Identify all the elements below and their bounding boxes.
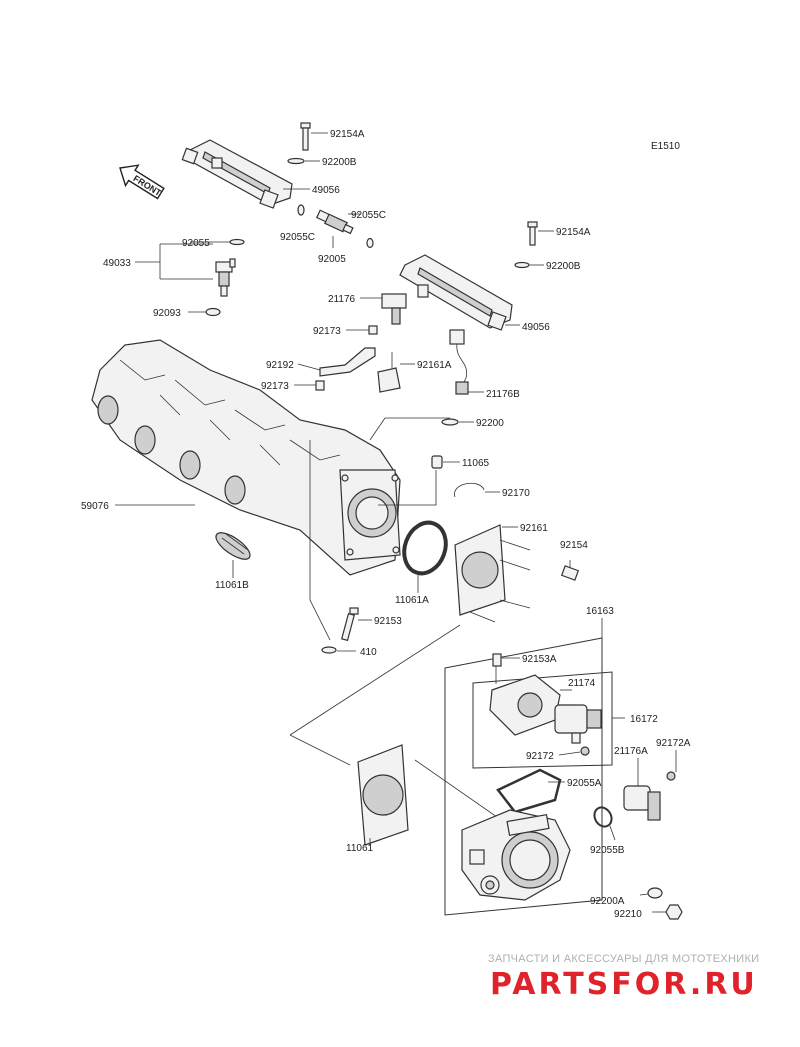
oring-92055C-right (366, 237, 374, 249)
fuel-rail-right (399, 254, 520, 331)
housing-21174 (489, 674, 572, 736)
fitting-92173-a (368, 325, 378, 335)
label-49056-right: 49056 (522, 322, 550, 333)
nut-92210 (665, 904, 683, 920)
label-49033: 49033 (103, 258, 131, 269)
sensor-92005 (315, 209, 354, 235)
label-92172: 92172 (526, 751, 554, 762)
frame-16163 (444, 637, 603, 916)
label-16172: 16172 (630, 714, 658, 725)
label-92005: 92005 (318, 254, 346, 265)
oring-92055B (593, 806, 613, 828)
label-21176B: 21176B (486, 389, 520, 400)
label-92154A-top: 92154A (330, 129, 365, 140)
hose-92192 (319, 347, 376, 377)
screw-92172A (666, 771, 676, 781)
label-11061: 11061 (346, 843, 374, 854)
frame-16172 (472, 671, 613, 769)
oring-11061A (402, 520, 448, 576)
washer-92200B-right (514, 261, 530, 269)
label-92200A: 92200A (590, 896, 625, 907)
bolt-92154A-right (527, 221, 554, 246)
gasket-92055A (496, 768, 562, 814)
seal-92093 (205, 307, 221, 317)
throttle-body (461, 809, 571, 901)
sensor-21176B (449, 329, 484, 395)
screw-92172 (580, 746, 590, 756)
fitting-92173-b (315, 380, 325, 391)
oring-92055C-left (297, 204, 305, 216)
label-11061A: 11061A (395, 595, 429, 606)
intake-manifold-59076 (91, 339, 401, 576)
label-92161: 92161 (520, 523, 548, 534)
watermark-brand: PARTSFOR.RU (490, 967, 758, 1002)
label-11061B: 11061B (215, 580, 249, 591)
label-59076: 59076 (81, 501, 109, 512)
spacer-92161 (454, 524, 531, 623)
sensor-92161A (377, 352, 415, 393)
label-92154: 92154 (560, 540, 588, 551)
label-92173-b: 92173 (261, 381, 289, 392)
label-410: 410 (360, 647, 377, 658)
screw-92153A (492, 653, 502, 667)
label-21174: 21174 (568, 678, 596, 689)
cap-11065 (431, 455, 443, 469)
label-92055B: 92055B (590, 845, 625, 856)
label-92200B-right: 92200B (546, 261, 581, 272)
bolt-92154 (560, 560, 580, 581)
sensor-21176A (623, 758, 661, 821)
bolt-92154A-top (300, 122, 328, 151)
label-16163: 16163 (586, 606, 614, 617)
label-92153A: 92153A (522, 654, 557, 665)
label-92055A: 92055A (567, 778, 602, 789)
label-92170: 92170 (502, 488, 530, 499)
label-92200B-top: 92200B (322, 157, 357, 168)
label-92172A: 92172A (656, 738, 691, 749)
fuel-rail-left (181, 139, 310, 209)
watermark: ЗАПЧАСТИ И АКСЕССУАРЫ ДЛЯ МОТОТЕХНИКИ PA… (488, 953, 759, 1002)
mesh-11061B (215, 532, 251, 578)
label-92093: 92093 (153, 308, 181, 319)
bolt-92153 (341, 607, 372, 642)
washer-92200B-top (287, 157, 305, 165)
label-49056-top: 49056 (312, 185, 340, 196)
sensor-21176 (360, 293, 407, 325)
label-92055C-a: 92055C (351, 210, 386, 221)
label-92173-a: 92173 (313, 326, 341, 337)
diagram-code: E1510 (651, 141, 680, 152)
gasket-11061 (357, 744, 409, 846)
label-92200: 92200 (476, 418, 504, 429)
label-21176: 21176 (328, 294, 356, 305)
watermark-tagline: ЗАПЧАСТИ И АКСЕССУАРЫ ДЛЯ МОТОТЕХНИКИ (488, 953, 759, 965)
label-11065: 11065 (462, 458, 490, 469)
label-92055: 92055 (182, 238, 210, 249)
injector-49033 (215, 258, 236, 297)
label-92154A-right: 92154A (556, 227, 591, 238)
washer-92200A (647, 887, 663, 899)
label-92161A: 92161A (417, 360, 452, 371)
washer-92200 (441, 418, 459, 426)
label-21176A: 21176A (614, 746, 648, 757)
label-92055C-b: 92055C (280, 232, 315, 243)
label-92192: 92192 (266, 360, 294, 371)
actuator-16172 (554, 704, 602, 744)
washer-410 (321, 646, 337, 654)
oring-92055 (229, 238, 245, 246)
label-92153: 92153 (374, 616, 402, 627)
clip-92170 (454, 482, 485, 498)
front-arrow-icon: FRONT (119, 164, 165, 200)
label-92210: 92210 (614, 909, 642, 920)
